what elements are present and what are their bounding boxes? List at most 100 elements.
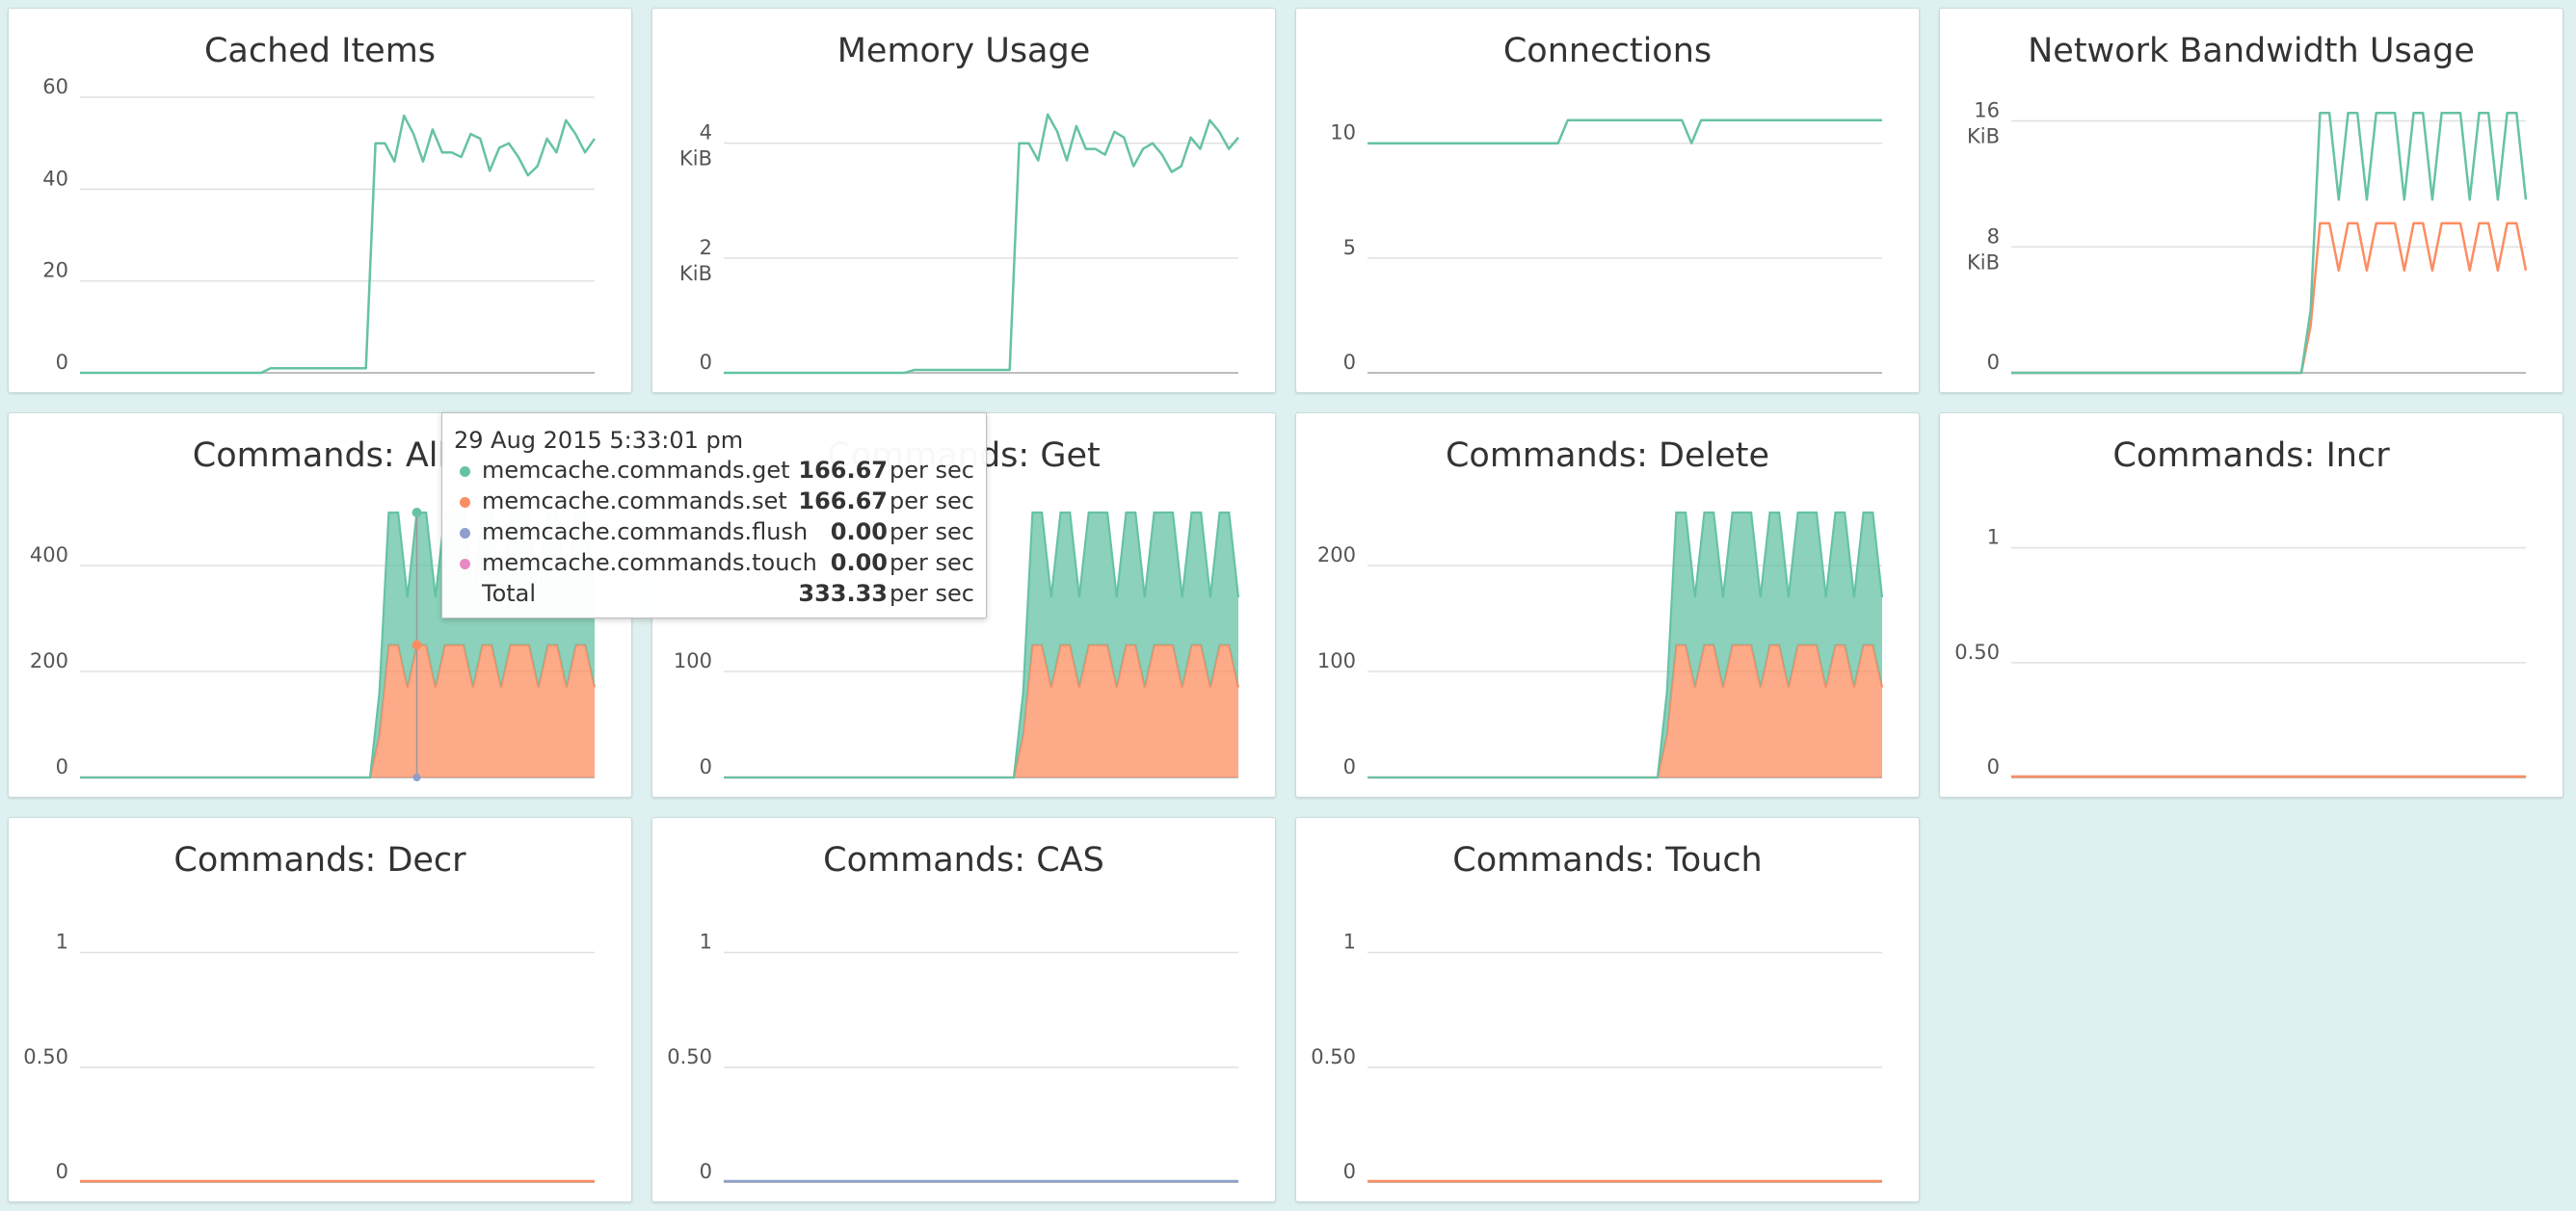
tooltip-timestamp: 29 Aug 2015 5:33:01 pm bbox=[454, 427, 744, 454]
tooltip-row-set: memcache.commands.set 166.67 per sec bbox=[454, 487, 974, 517]
series-area bbox=[724, 513, 1238, 777]
tooltip-total-label: Total bbox=[482, 580, 537, 607]
series-line bbox=[724, 511, 1240, 779]
y-tick-label: 0 bbox=[1987, 755, 2000, 778]
chart-card-commands-incr: Commands: Incr 0 0.50 1 bbox=[1939, 412, 2563, 798]
chart-plot-commands-get[interactable]: 0 100 bbox=[652, 413, 1275, 797]
chart-card-commands-touch: Commands: Touch 0 0.50 1 bbox=[1295, 817, 1920, 1202]
y-tick-label: 0.50 bbox=[1954, 641, 2000, 664]
series-area bbox=[1368, 513, 1882, 777]
tooltip-series-unit: per sec bbox=[890, 457, 974, 484]
chart-title: Commands: Touch bbox=[1452, 841, 1763, 880]
y-tick-label: KiB bbox=[1967, 125, 2000, 148]
chart-card-commands-cas: Commands: CAS 0 0.50 1 bbox=[651, 817, 1276, 1202]
chart-plot-commands-delete[interactable]: 0 100 200 bbox=[1296, 413, 1919, 797]
y-tick-label: 0.50 bbox=[667, 1045, 712, 1068]
y-tick-label: 0 bbox=[700, 755, 712, 778]
chart-plot-commands-cas[interactable]: 0 0.50 1 bbox=[652, 818, 1275, 1201]
y-tick-label: 1 bbox=[1987, 526, 2000, 549]
hover-point bbox=[412, 640, 422, 650]
y-tick-label: 1 bbox=[1343, 931, 1356, 954]
chart-title: Commands: Decr bbox=[173, 841, 466, 880]
y-tick-label: 4 bbox=[700, 121, 712, 145]
tooltip-series-unit: per sec bbox=[890, 549, 974, 576]
tooltip-series-value: 0.00 bbox=[830, 549, 888, 576]
series-dot-icon bbox=[460, 497, 470, 508]
series-line bbox=[2011, 112, 2528, 375]
y-tick-label: 0.50 bbox=[23, 1045, 68, 1068]
y-tick-label: 0 bbox=[1987, 351, 2000, 374]
y-tick-label: KiB bbox=[679, 262, 712, 285]
tooltip-series-unit: per sec bbox=[890, 518, 974, 545]
hover-point bbox=[412, 508, 422, 517]
y-tick-label: 16 bbox=[1974, 99, 2000, 122]
tooltip-series-name: memcache.commands.touch bbox=[482, 549, 817, 576]
y-tick-label: 10 bbox=[1330, 121, 1356, 145]
chart-card-connections: Connections 0 5 10 bbox=[1295, 8, 1920, 393]
tooltip-row-get: memcache.commands.get 166.67 per sec bbox=[454, 457, 974, 487]
y-tick-label: 0.50 bbox=[1311, 1045, 1356, 1068]
chart-title: Commands: All bbox=[192, 436, 448, 475]
tooltip-row-touch: memcache.commands.touch 0.00 per sec bbox=[454, 549, 974, 579]
y-tick-label: 0 bbox=[700, 351, 712, 374]
series-dot-icon bbox=[460, 466, 470, 477]
series-area bbox=[1368, 645, 1882, 777]
chart-card-commands-decr: Commands: Decr 0 0.50 1 bbox=[8, 817, 632, 1202]
y-tick-label: KiB bbox=[1967, 250, 2000, 274]
series-line bbox=[2011, 222, 2528, 375]
y-tick-label: 400 bbox=[30, 543, 68, 566]
chart-tooltip: 29 Aug 2015 5:33:01 pm memcache.commands… bbox=[441, 412, 987, 619]
series-area bbox=[724, 645, 1238, 777]
tooltip-row-flush: memcache.commands.flush 0.00 per sec bbox=[454, 518, 974, 548]
y-tick-label: 8 bbox=[1987, 224, 2000, 248]
series-line bbox=[1368, 118, 1882, 145]
series-line bbox=[80, 114, 597, 375]
y-tick-label: KiB bbox=[679, 147, 712, 171]
chart-title: Commands: Incr bbox=[2112, 436, 2390, 475]
y-tick-label: 100 bbox=[1317, 649, 1356, 672]
chart-plot-commands-touch[interactable]: 0 0.50 1 bbox=[1296, 818, 1919, 1201]
tooltip-series-value: 0.00 bbox=[830, 518, 888, 545]
y-tick-label: 0 bbox=[56, 755, 68, 778]
series-area bbox=[80, 645, 595, 777]
series-line bbox=[1368, 511, 1884, 779]
y-tick-label: 0 bbox=[1343, 351, 1356, 374]
tooltip-series-name: memcache.commands.flush bbox=[482, 518, 809, 545]
y-tick-label: 0 bbox=[56, 351, 68, 374]
y-tick-label: 1 bbox=[56, 931, 68, 954]
y-tick-label: 0 bbox=[1343, 1160, 1356, 1183]
y-tick-label: 100 bbox=[674, 649, 712, 672]
tooltip-row-total: Total 333.33 per sec bbox=[454, 580, 974, 610]
y-tick-label: 20 bbox=[42, 259, 68, 282]
series-line bbox=[724, 113, 1239, 375]
chart-title: Commands: Delete bbox=[1445, 436, 1770, 475]
y-tick-label: 5 bbox=[1343, 236, 1356, 259]
y-tick-label: 200 bbox=[1317, 543, 1356, 566]
chart-title: Connections bbox=[1502, 32, 1713, 70]
chart-title: Cached Items bbox=[203, 32, 437, 70]
y-tick-label: 0 bbox=[700, 1160, 712, 1183]
chart-plot-connections[interactable]: 0 5 10 bbox=[1296, 9, 1919, 392]
y-tick-label: 200 bbox=[30, 649, 68, 672]
tooltip-series-value: 166.67 bbox=[798, 487, 888, 514]
tooltip-series-unit: per sec bbox=[890, 487, 974, 514]
tooltip-total-value: 333.33 bbox=[798, 580, 888, 607]
y-tick-label: 40 bbox=[42, 167, 68, 190]
y-tick-label: 2 bbox=[700, 236, 712, 259]
tooltip-series-value: 166.67 bbox=[798, 457, 888, 484]
chart-plot-commands-decr[interactable]: 0 0.50 1 bbox=[9, 818, 631, 1201]
series-dot-icon bbox=[460, 528, 470, 539]
series-dot-icon bbox=[460, 559, 470, 569]
y-tick-label: 0 bbox=[1343, 755, 1356, 778]
y-tick-label: 0 bbox=[56, 1160, 68, 1183]
hover-point bbox=[412, 774, 421, 781]
y-tick-label: 1 bbox=[700, 931, 712, 954]
chart-title: Commands: CAS bbox=[823, 841, 1104, 880]
chart-plot-commands-incr[interactable]: 0 0.50 1 bbox=[1940, 413, 2563, 797]
